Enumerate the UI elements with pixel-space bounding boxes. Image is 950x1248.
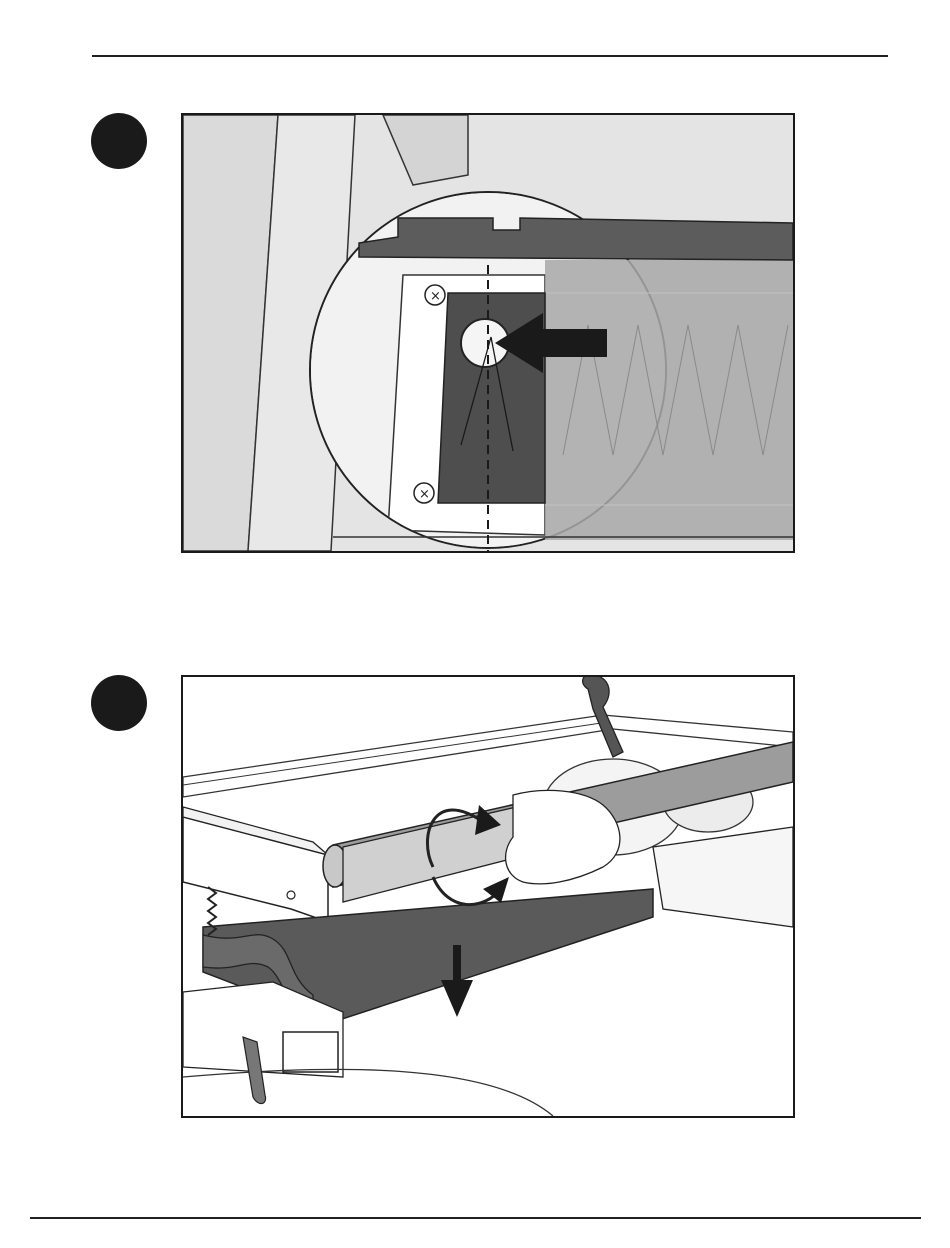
figure-1-blade-alignment: × × [181,113,795,553]
step-1-marker-icon [91,113,147,169]
bottom-rule [30,1217,921,1219]
blade-alignment-illustration: × × [183,115,793,551]
roller-rotation-illustration [183,677,793,1116]
svg-text:×: × [419,487,430,502]
step-2-marker-icon [91,675,147,731]
svg-text:×: × [430,289,441,304]
top-rule [92,55,888,57]
figure-2-roller-rotation [181,675,795,1118]
